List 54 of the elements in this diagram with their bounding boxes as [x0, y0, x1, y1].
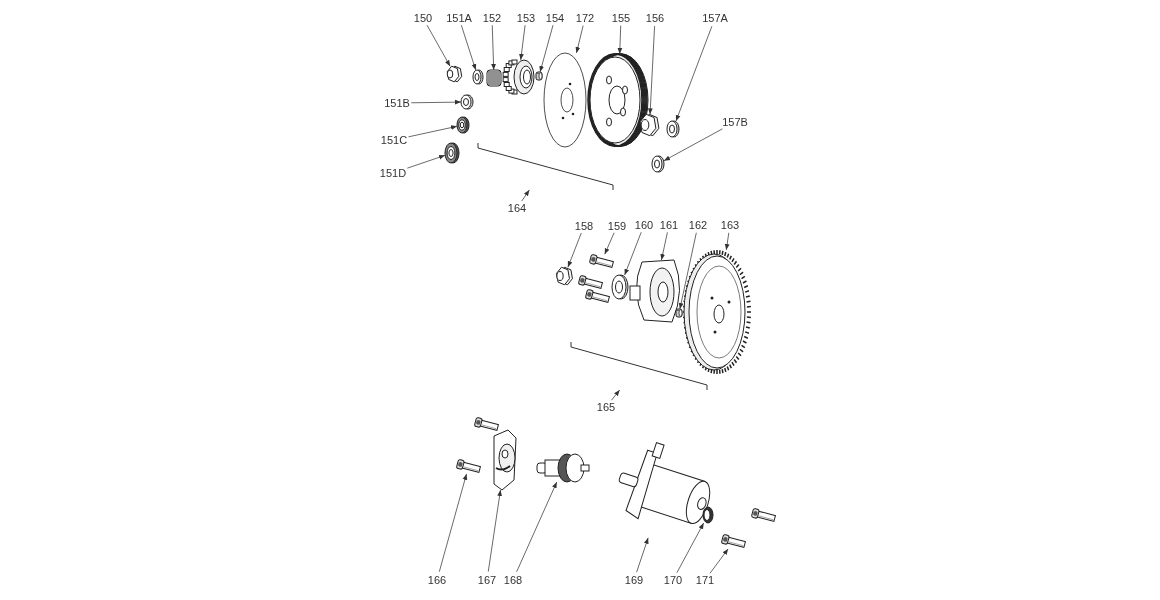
washer-drawing [651, 155, 665, 173]
callout-number: 153 [516, 12, 536, 24]
callout-number: 157B [722, 116, 748, 128]
bearing-drawing [456, 116, 470, 134]
callout-number: 167 [477, 574, 497, 586]
clutch-shoe-drawing [629, 259, 680, 323]
callout-number: 150 [413, 12, 433, 24]
callout-number: 152 [482, 12, 502, 24]
callout-number: 154 [545, 12, 565, 24]
callout-number: 170 [663, 574, 683, 586]
bolt-drawing [720, 533, 746, 548]
bearing-drawing [444, 142, 460, 164]
drum-drawing [587, 53, 649, 147]
washer-drawing [460, 94, 474, 110]
washer-drawing [472, 69, 484, 85]
bolt-drawing [455, 458, 481, 473]
bracket [570, 341, 708, 391]
o-ring-drawing [702, 506, 714, 524]
needle-bearing-drawing [486, 69, 502, 87]
callout-number: 151A [446, 12, 472, 24]
callout-number: 151C [380, 134, 408, 146]
pin-drawing [675, 308, 683, 318]
callout-number: 168 [503, 574, 523, 586]
callout-number: 155 [611, 12, 631, 24]
callout-number: 165 [596, 401, 616, 413]
nut-drawing [556, 266, 573, 286]
cover-drawing [493, 429, 517, 491]
flywheel-drawing [682, 249, 752, 375]
callout-number: 163 [720, 219, 740, 231]
callout-number: 161 [659, 219, 679, 231]
callout-number: 172 [575, 12, 595, 24]
starter-motor-drawing [618, 442, 711, 524]
disc-drawing [543, 52, 587, 148]
bracket [477, 142, 614, 191]
pin-drawing [535, 71, 543, 81]
callout-number: 151D [379, 167, 407, 179]
washer-drawing [666, 120, 680, 138]
washer-drawing [611, 274, 629, 300]
callout-number: 156 [645, 12, 665, 24]
nut-drawing [446, 65, 463, 83]
sprocket-drawing [502, 59, 535, 95]
callout-number: 164 [507, 202, 527, 214]
callout-number: 169 [624, 574, 644, 586]
bolt-drawing [588, 253, 614, 268]
callout-number: 158 [574, 220, 594, 232]
callout-number: 171 [695, 574, 715, 586]
callout-number: 159 [607, 220, 627, 232]
starter-gear-drawing [536, 453, 590, 483]
callout-number: 160 [634, 219, 654, 231]
callout-number: 151B [384, 97, 410, 109]
callout-number: 162 [688, 219, 708, 231]
callout-number: 166 [427, 574, 447, 586]
callout-number: 157A [702, 12, 728, 24]
nut-drawing [639, 113, 660, 137]
